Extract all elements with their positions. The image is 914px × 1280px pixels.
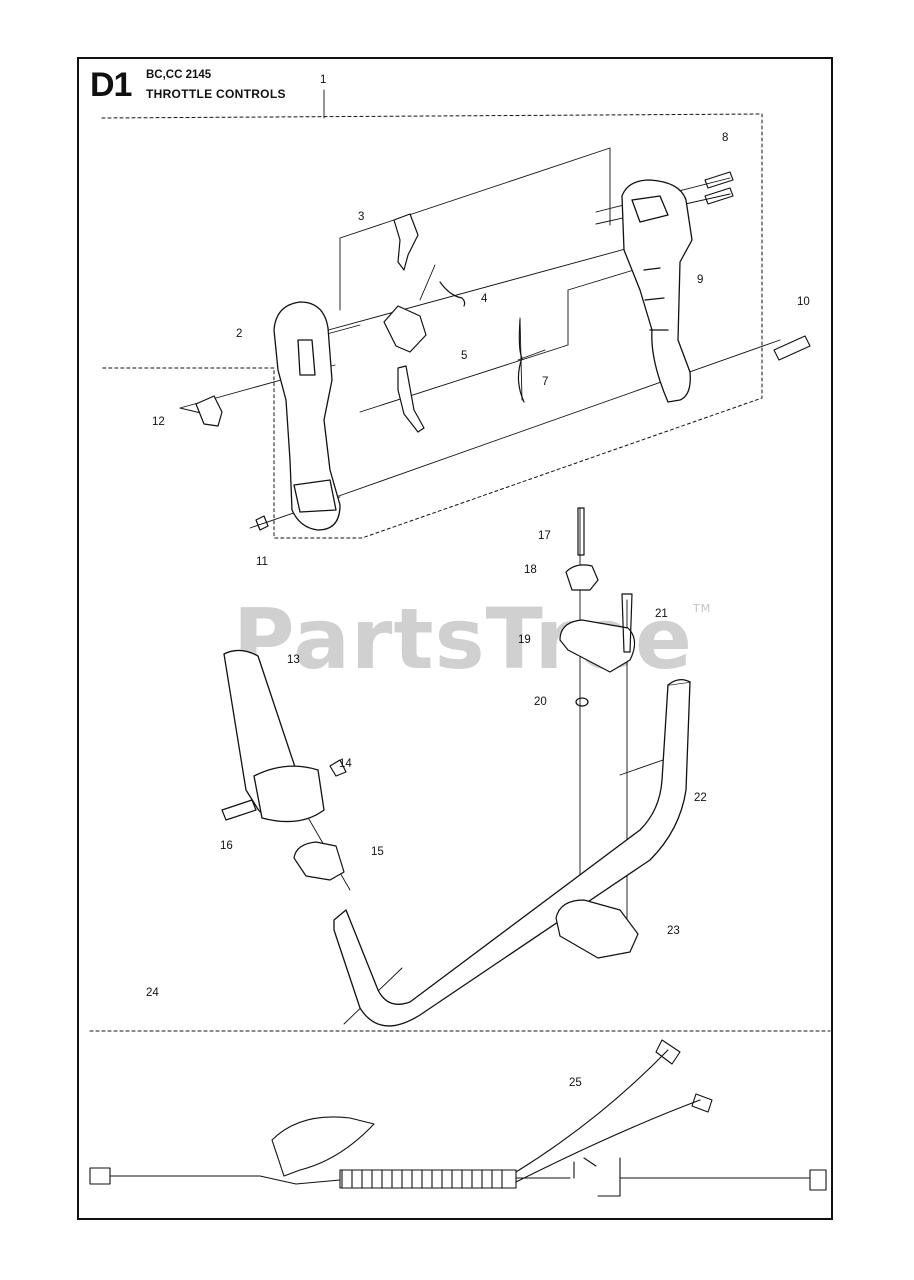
part-label-12: 12 [152, 416, 165, 428]
spring-7 [517, 319, 525, 403]
part-label-22: 22 [694, 792, 707, 804]
spring-4 [439, 281, 466, 307]
part-label-15: 15 [371, 846, 384, 858]
part-label-5: 5 [461, 350, 468, 362]
part-label-11: 11 [256, 556, 268, 568]
throttle-cable [89, 1039, 827, 1197]
section-code: D1 [90, 66, 132, 104]
screw-10 [773, 335, 811, 361]
nut-14 [329, 759, 347, 777]
part-label-9: 9 [697, 274, 704, 286]
handle-right-half [621, 179, 693, 403]
part-label-2: 2 [236, 328, 243, 340]
model-label: BC,CC 2145 [146, 69, 212, 81]
part-label-3: 3 [358, 211, 365, 223]
bracket-23 [555, 899, 639, 959]
part-label-17: 17 [538, 530, 551, 542]
screw-21 [621, 593, 633, 653]
part-label-7: 7 [542, 376, 549, 388]
bolt-17 [577, 507, 585, 556]
nut-11 [255, 515, 269, 531]
part-label-25: 25 [569, 1077, 582, 1089]
part-label-24: 24 [146, 987, 159, 999]
assembly-outline [89, 113, 831, 1032]
trigger-5 [383, 305, 427, 433]
part-label-10: 10 [797, 296, 810, 308]
lever-3 [393, 213, 419, 271]
screws-8 [704, 171, 734, 205]
bracket-19 [559, 619, 636, 673]
grip-13 [223, 649, 325, 823]
part-label-21: 21 [655, 608, 668, 620]
part-label-13: 13 [287, 654, 300, 666]
part-label-19: 19 [518, 634, 531, 646]
part-label-1: 1 [320, 74, 327, 86]
bolt-16 [221, 799, 257, 821]
clamp-15 [293, 841, 345, 881]
drawing-frame [77, 57, 833, 1220]
part-label-20: 20 [534, 696, 547, 708]
washer-20 [575, 697, 589, 707]
part-label-4: 4 [481, 293, 488, 305]
diagram-title: THROTTLE CONTROLS [146, 87, 286, 101]
part-label-8: 8 [722, 132, 729, 144]
part-label-16: 16 [220, 840, 233, 852]
cap-18 [565, 564, 599, 591]
watermark-trademark: TM [693, 602, 712, 615]
handle-left-half [273, 301, 341, 531]
part-label-14: 14 [339, 758, 352, 770]
part-label-23: 23 [667, 925, 680, 937]
part-label-18: 18 [524, 564, 537, 576]
shaft-tube [333, 678, 691, 1027]
clip-12 [195, 395, 223, 427]
